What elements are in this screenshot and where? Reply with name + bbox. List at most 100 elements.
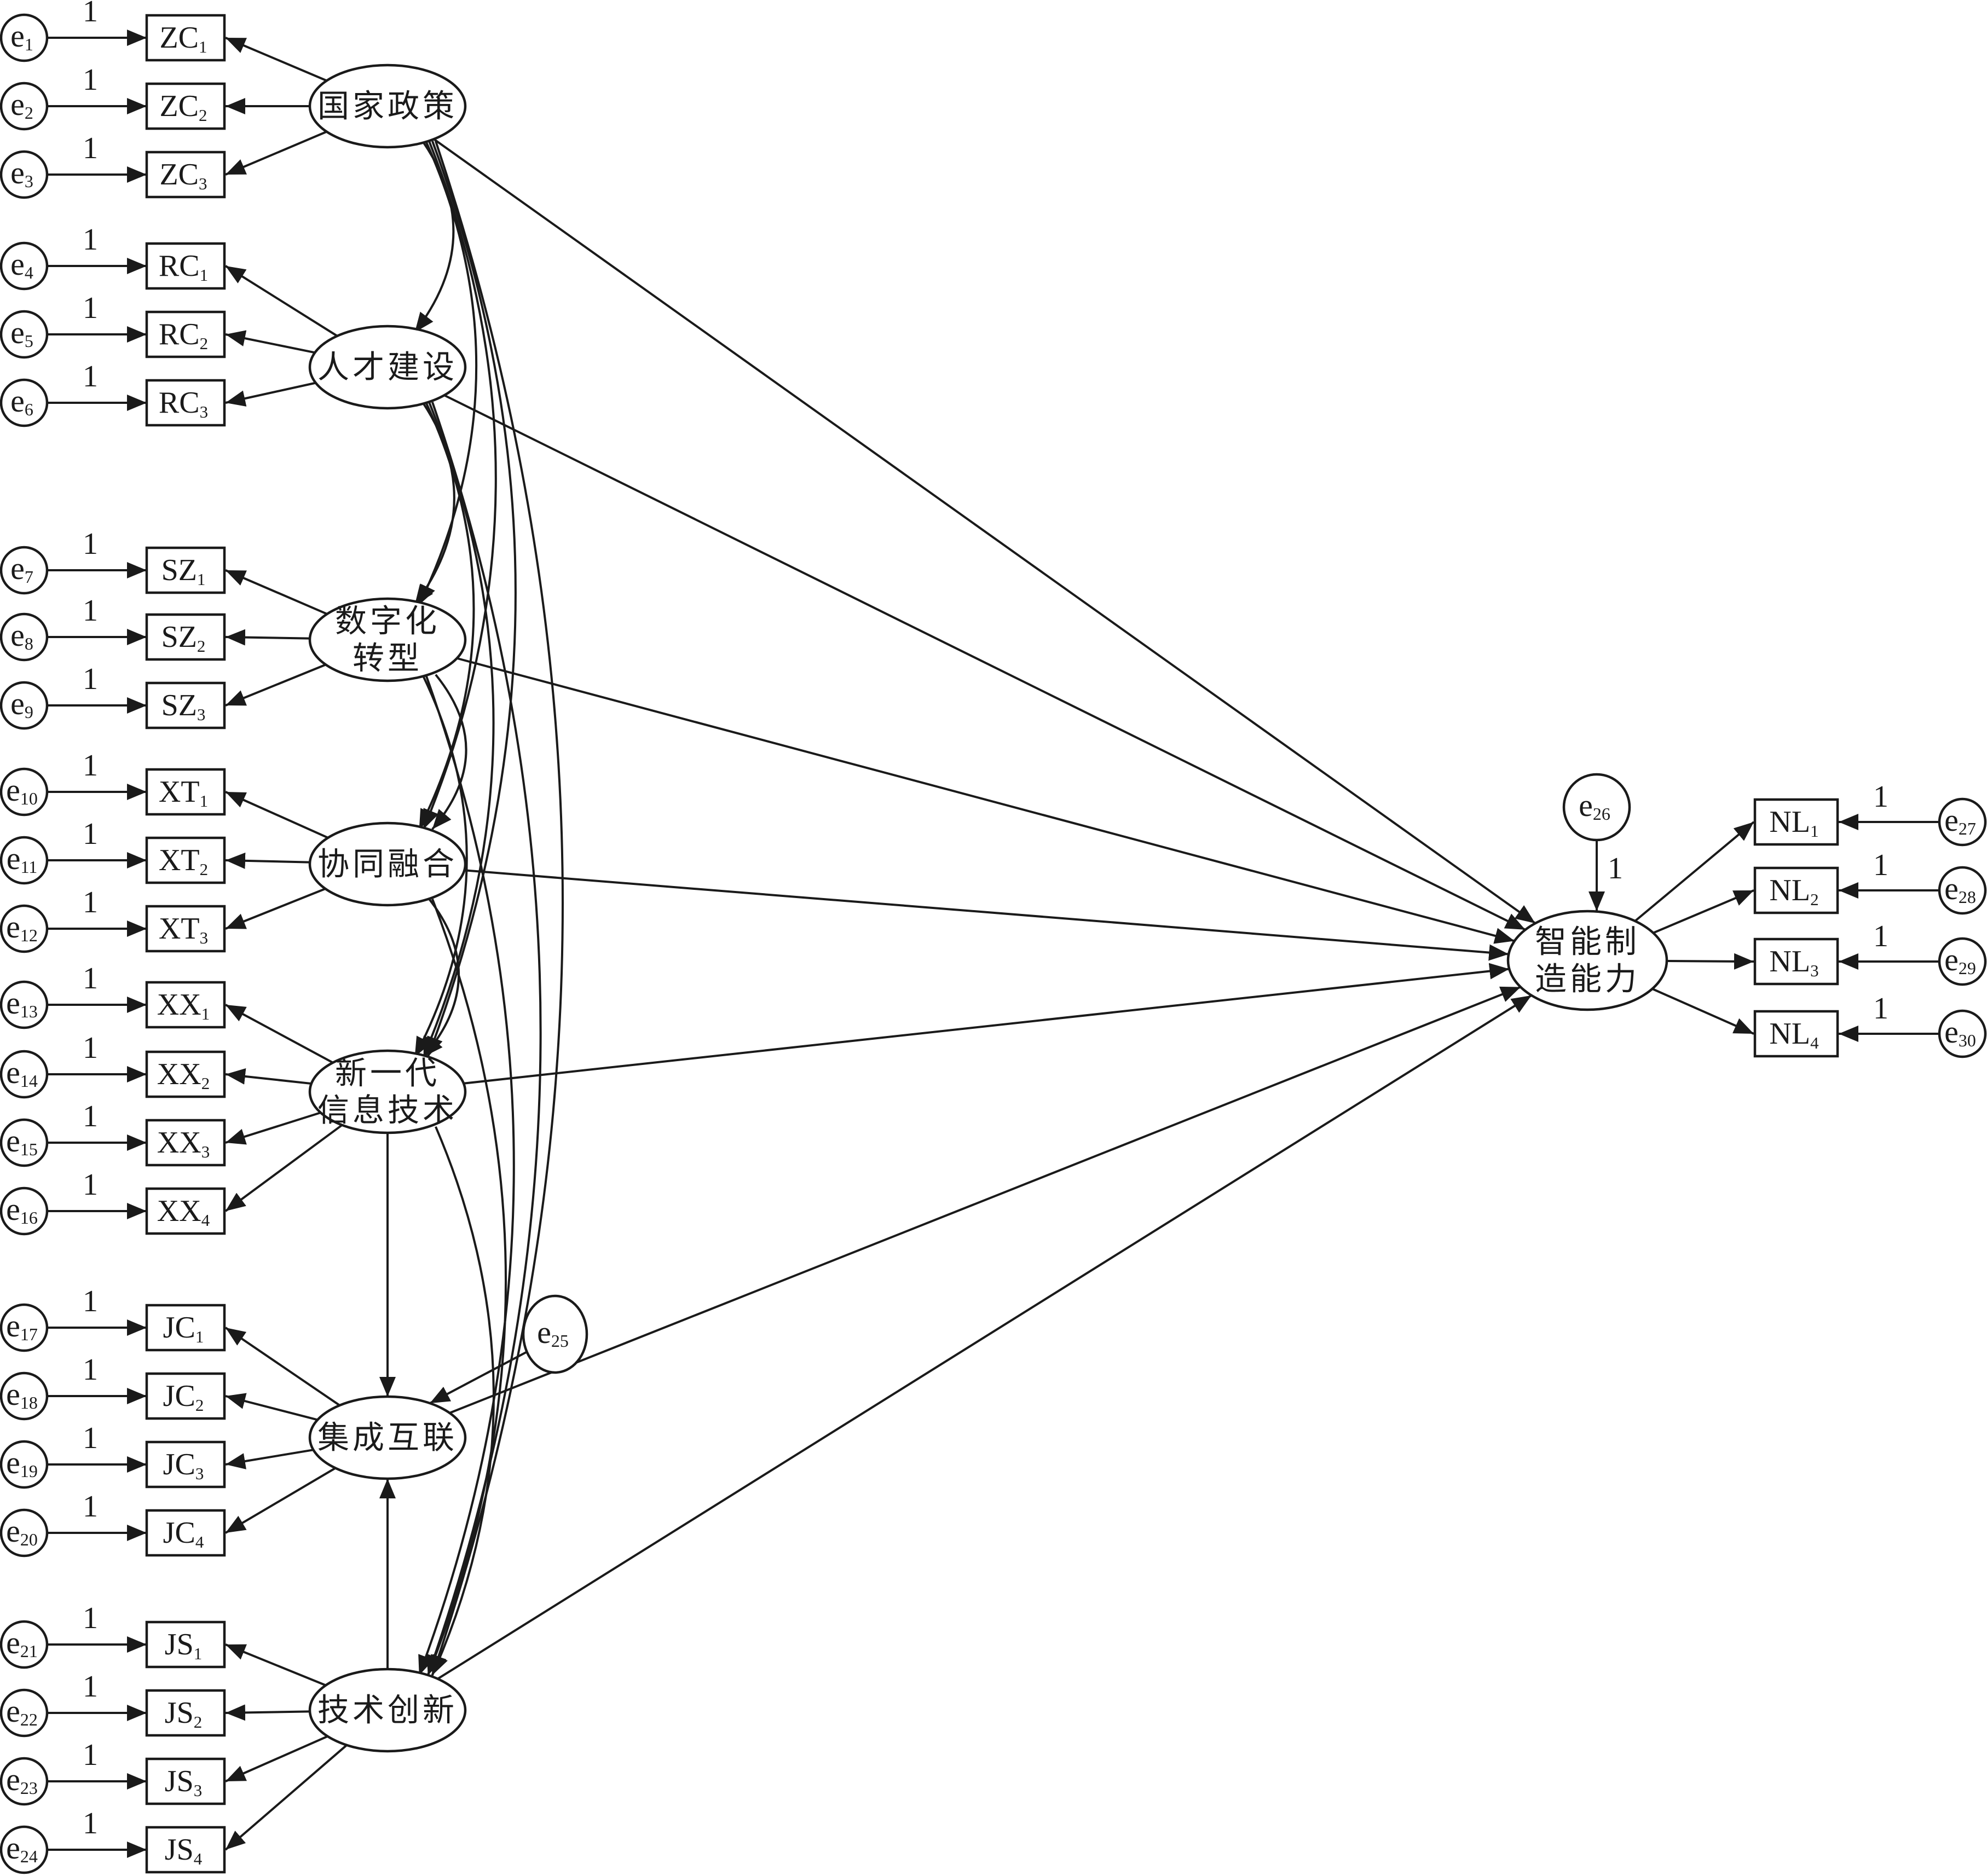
loading-fixed-label: 1 xyxy=(83,662,98,696)
error-e21: e21 xyxy=(0,1620,49,1669)
structural-path-rc-nl xyxy=(443,394,1526,931)
error-label: e27 xyxy=(1944,802,1976,839)
indicator-label: SZ1 xyxy=(161,553,206,589)
loading-path xyxy=(225,1643,326,1687)
indicator-box xyxy=(145,1119,226,1167)
covariance-zc-rc xyxy=(414,140,455,333)
indicator-label: ZC3 xyxy=(159,158,207,193)
error-circle xyxy=(0,767,49,817)
loading-fixed-label: 1 xyxy=(83,1284,98,1318)
error-circle xyxy=(0,681,49,730)
indicator-label: XX4 xyxy=(157,1194,210,1230)
loading-path xyxy=(225,1068,312,1085)
error-e12: e12 xyxy=(0,904,49,953)
error-e16: e16 xyxy=(0,1186,49,1236)
latent-ellipse xyxy=(308,1049,467,1134)
indicator-js3: JS3 xyxy=(145,1757,226,1805)
indicator-xt2: XT2 xyxy=(145,836,226,884)
indicator-rc3: RC3 xyxy=(145,379,226,427)
indicator-jc3: JC3 xyxy=(145,1440,226,1489)
latent-label: 技术创新 xyxy=(317,1693,458,1728)
indicator-label: JS4 xyxy=(165,1833,203,1868)
error-e2: e2 xyxy=(0,82,49,131)
error-circle xyxy=(0,1050,49,1099)
error-e20: e20 xyxy=(0,1508,49,1557)
error-circle xyxy=(0,13,49,62)
covariance-zc-js xyxy=(430,141,564,1676)
indicator-label: XT1 xyxy=(159,775,208,810)
indicator-xx2: XX2 xyxy=(145,1050,226,1098)
indicator-box xyxy=(145,1826,226,1874)
error-label: e10 xyxy=(6,772,38,809)
error-e14: e14 xyxy=(0,1050,49,1099)
error-label: e28 xyxy=(1944,871,1976,907)
indicator-sz3: SZ3 xyxy=(145,681,226,729)
indicator-box xyxy=(145,150,226,199)
loading-path xyxy=(225,1111,321,1145)
loading-path xyxy=(224,265,338,337)
latent-label: 数字化 xyxy=(335,604,440,639)
loading-path xyxy=(224,1327,340,1406)
loading-fixed-label: 1 xyxy=(83,63,98,97)
indicator-label: RC3 xyxy=(159,386,208,421)
latent-zc: 国家政策 xyxy=(308,63,467,149)
error-e8: e8 xyxy=(0,612,49,662)
indicator-jc4: JC4 xyxy=(145,1509,226,1557)
error-circle xyxy=(0,1825,49,1874)
indicator-sz1: SZ1 xyxy=(145,546,226,594)
loading-fixed-label: 1 xyxy=(83,1099,98,1133)
error-circle xyxy=(0,1303,49,1352)
latent-label: 协同融合 xyxy=(317,847,458,882)
loading-path xyxy=(225,381,316,407)
loading-path xyxy=(225,663,326,707)
indicator-label: NL3 xyxy=(1769,945,1818,980)
error-label: e15 xyxy=(6,1123,38,1160)
error-circle xyxy=(0,836,49,885)
indicator-js1: JS1 xyxy=(145,1620,226,1669)
latent-label: 造能力 xyxy=(1535,962,1640,997)
indicator-xx1: XX1 xyxy=(145,981,226,1029)
indicator-box xyxy=(145,981,226,1029)
indicator-label: NL2 xyxy=(1769,873,1818,909)
indicator-xx4: XX4 xyxy=(145,1187,226,1235)
loading-fixed-label: 1 xyxy=(83,1738,98,1772)
loading-path xyxy=(225,1735,328,1782)
loading-path xyxy=(225,629,310,646)
latent-label: 信息技术 xyxy=(317,1093,458,1128)
indicator-nl1: NL1 xyxy=(1753,798,1839,846)
loading-fixed-label: 1 xyxy=(83,1421,98,1455)
error-e30: e30 xyxy=(1938,1009,1987,1058)
indicator-box xyxy=(145,1689,226,1737)
error-e9: e9 xyxy=(0,681,49,730)
indicator-box xyxy=(145,82,226,130)
loading-path xyxy=(225,569,328,615)
indicator-box xyxy=(145,613,226,661)
indicator-label: XX1 xyxy=(157,988,210,1023)
latent-label: 集成互联 xyxy=(317,1420,458,1456)
error-label: e20 xyxy=(6,1513,38,1550)
loading-fixed-label: 1 xyxy=(83,223,98,257)
error-label: e5 xyxy=(10,315,33,351)
loading-fixed-label: 1 xyxy=(1873,780,1888,814)
error-e4: e4 xyxy=(0,241,49,291)
error-circle xyxy=(0,1757,49,1806)
error-e25: e25 xyxy=(522,1294,588,1374)
indicator-label: XX3 xyxy=(157,1126,210,1161)
indicator-box xyxy=(145,1509,226,1557)
loading-fixed-label: 1 xyxy=(83,1601,98,1635)
indicator-box xyxy=(145,242,226,290)
indicator-box xyxy=(1753,937,1839,986)
indicator-box xyxy=(145,681,226,729)
latent-xt: 协同融合 xyxy=(308,821,467,907)
structural-path-zc-nl xyxy=(433,138,1536,924)
loading-path xyxy=(225,1704,310,1721)
loading-path xyxy=(1653,889,1754,934)
covariance-sz-xt xyxy=(431,674,467,830)
latent-label: 智能制 xyxy=(1535,924,1640,960)
loading-fixed-label: 1 xyxy=(83,291,98,325)
error-circle xyxy=(0,612,49,662)
